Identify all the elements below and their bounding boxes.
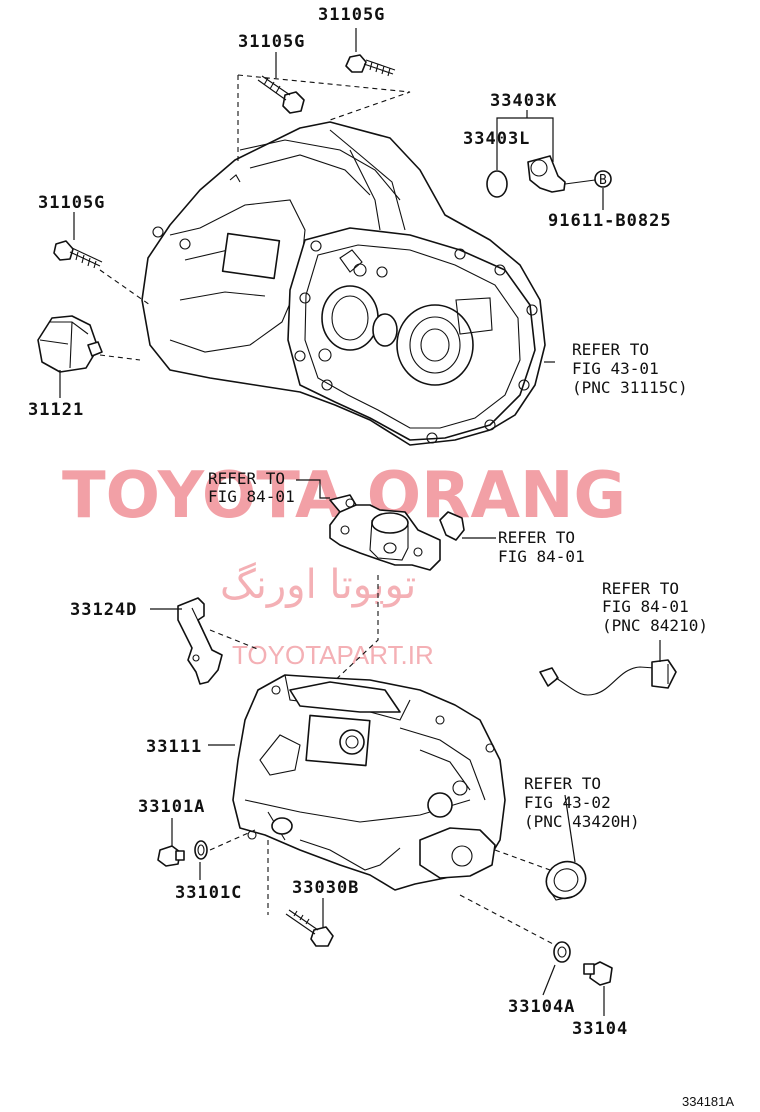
bolt-31105g-top-drawing [345, 54, 396, 77]
plug-33104-drawing [583, 961, 613, 986]
figure-code: 334181A [682, 1094, 734, 1109]
callout-33030b[interactable]: 33030B [292, 878, 359, 898]
callout-b-marker: B [599, 173, 607, 188]
ref-84-01-c-line1: REFER TO [602, 579, 679, 598]
cable-84210-drawing [539, 659, 677, 696]
callout-33101c[interactable]: 33101C [175, 883, 242, 903]
clutch-housing-drawing [141, 121, 546, 446]
watermark-persian: تویوتا اورنگ [220, 562, 416, 608]
callout-33101a[interactable]: 33101A [138, 797, 205, 817]
ref-43-01-line2[interactable]: FIG 43-01 [572, 359, 659, 378]
gasket-33101c-drawing [194, 840, 208, 860]
callout-33403l[interactable]: 33403L [463, 129, 530, 149]
ref-84-01-a-line1: REFER TO [208, 469, 285, 488]
drain-plug-33101a-drawing [157, 845, 185, 867]
callout-31105g-top[interactable]: 31105G [318, 5, 385, 25]
small-plug-left-drawing [329, 494, 357, 513]
small-plug-right-drawing [439, 511, 465, 541]
callout-33111[interactable]: 33111 [146, 737, 202, 757]
callout-31105g-left[interactable]: 31105G [38, 193, 105, 213]
ref-43-02-line3: (PNC 43420H) [524, 812, 640, 831]
ref-84-01-c-line2[interactable]: FIG 84-01 [602, 597, 689, 616]
callout-33124d[interactable]: 33124D [70, 600, 137, 620]
ref-43-02-line2[interactable]: FIG 43-02 [524, 793, 611, 812]
bolt-31105g-upper-drawing [257, 75, 305, 114]
sensor-33403k-drawing [486, 155, 612, 198]
transmission-case-drawing [232, 674, 506, 891]
callout-33403k[interactable]: 33403K [490, 91, 557, 111]
plug-31121-drawing [37, 315, 103, 373]
callout-33104a[interactable]: 33104A [508, 997, 575, 1017]
callout-31105g-upper[interactable]: 31105G [238, 32, 305, 52]
callout-33104[interactable]: 33104 [572, 1019, 628, 1039]
oil-seal-drawing [545, 860, 587, 901]
washer-33104a-drawing [553, 941, 571, 963]
ref-43-01-line3: (PNC 31115C) [572, 378, 688, 397]
shift-housing-drawing [329, 504, 441, 571]
ref-84-01-b-line1: REFER TO [498, 528, 575, 547]
callout-91611-b0825[interactable]: 91611-B0825 [548, 211, 672, 231]
bolt-31105g-left-drawing [53, 240, 103, 269]
bracket-33124d-drawing [177, 597, 223, 685]
ref-84-01-c-line3: (PNC 84210) [602, 616, 708, 635]
callout-31121[interactable]: 31121 [28, 400, 84, 420]
ref-84-01-b-line2[interactable]: FIG 84-01 [498, 547, 585, 566]
bolt-33030b-drawing [285, 909, 334, 947]
ref-84-01-a-line2[interactable]: FIG 84-01 [208, 487, 295, 506]
ref-43-02-line1: REFER TO [524, 774, 601, 793]
ref-43-01-line1: REFER TO [572, 340, 649, 359]
watermark-site: TOYOTAPART.IR [232, 640, 434, 670]
